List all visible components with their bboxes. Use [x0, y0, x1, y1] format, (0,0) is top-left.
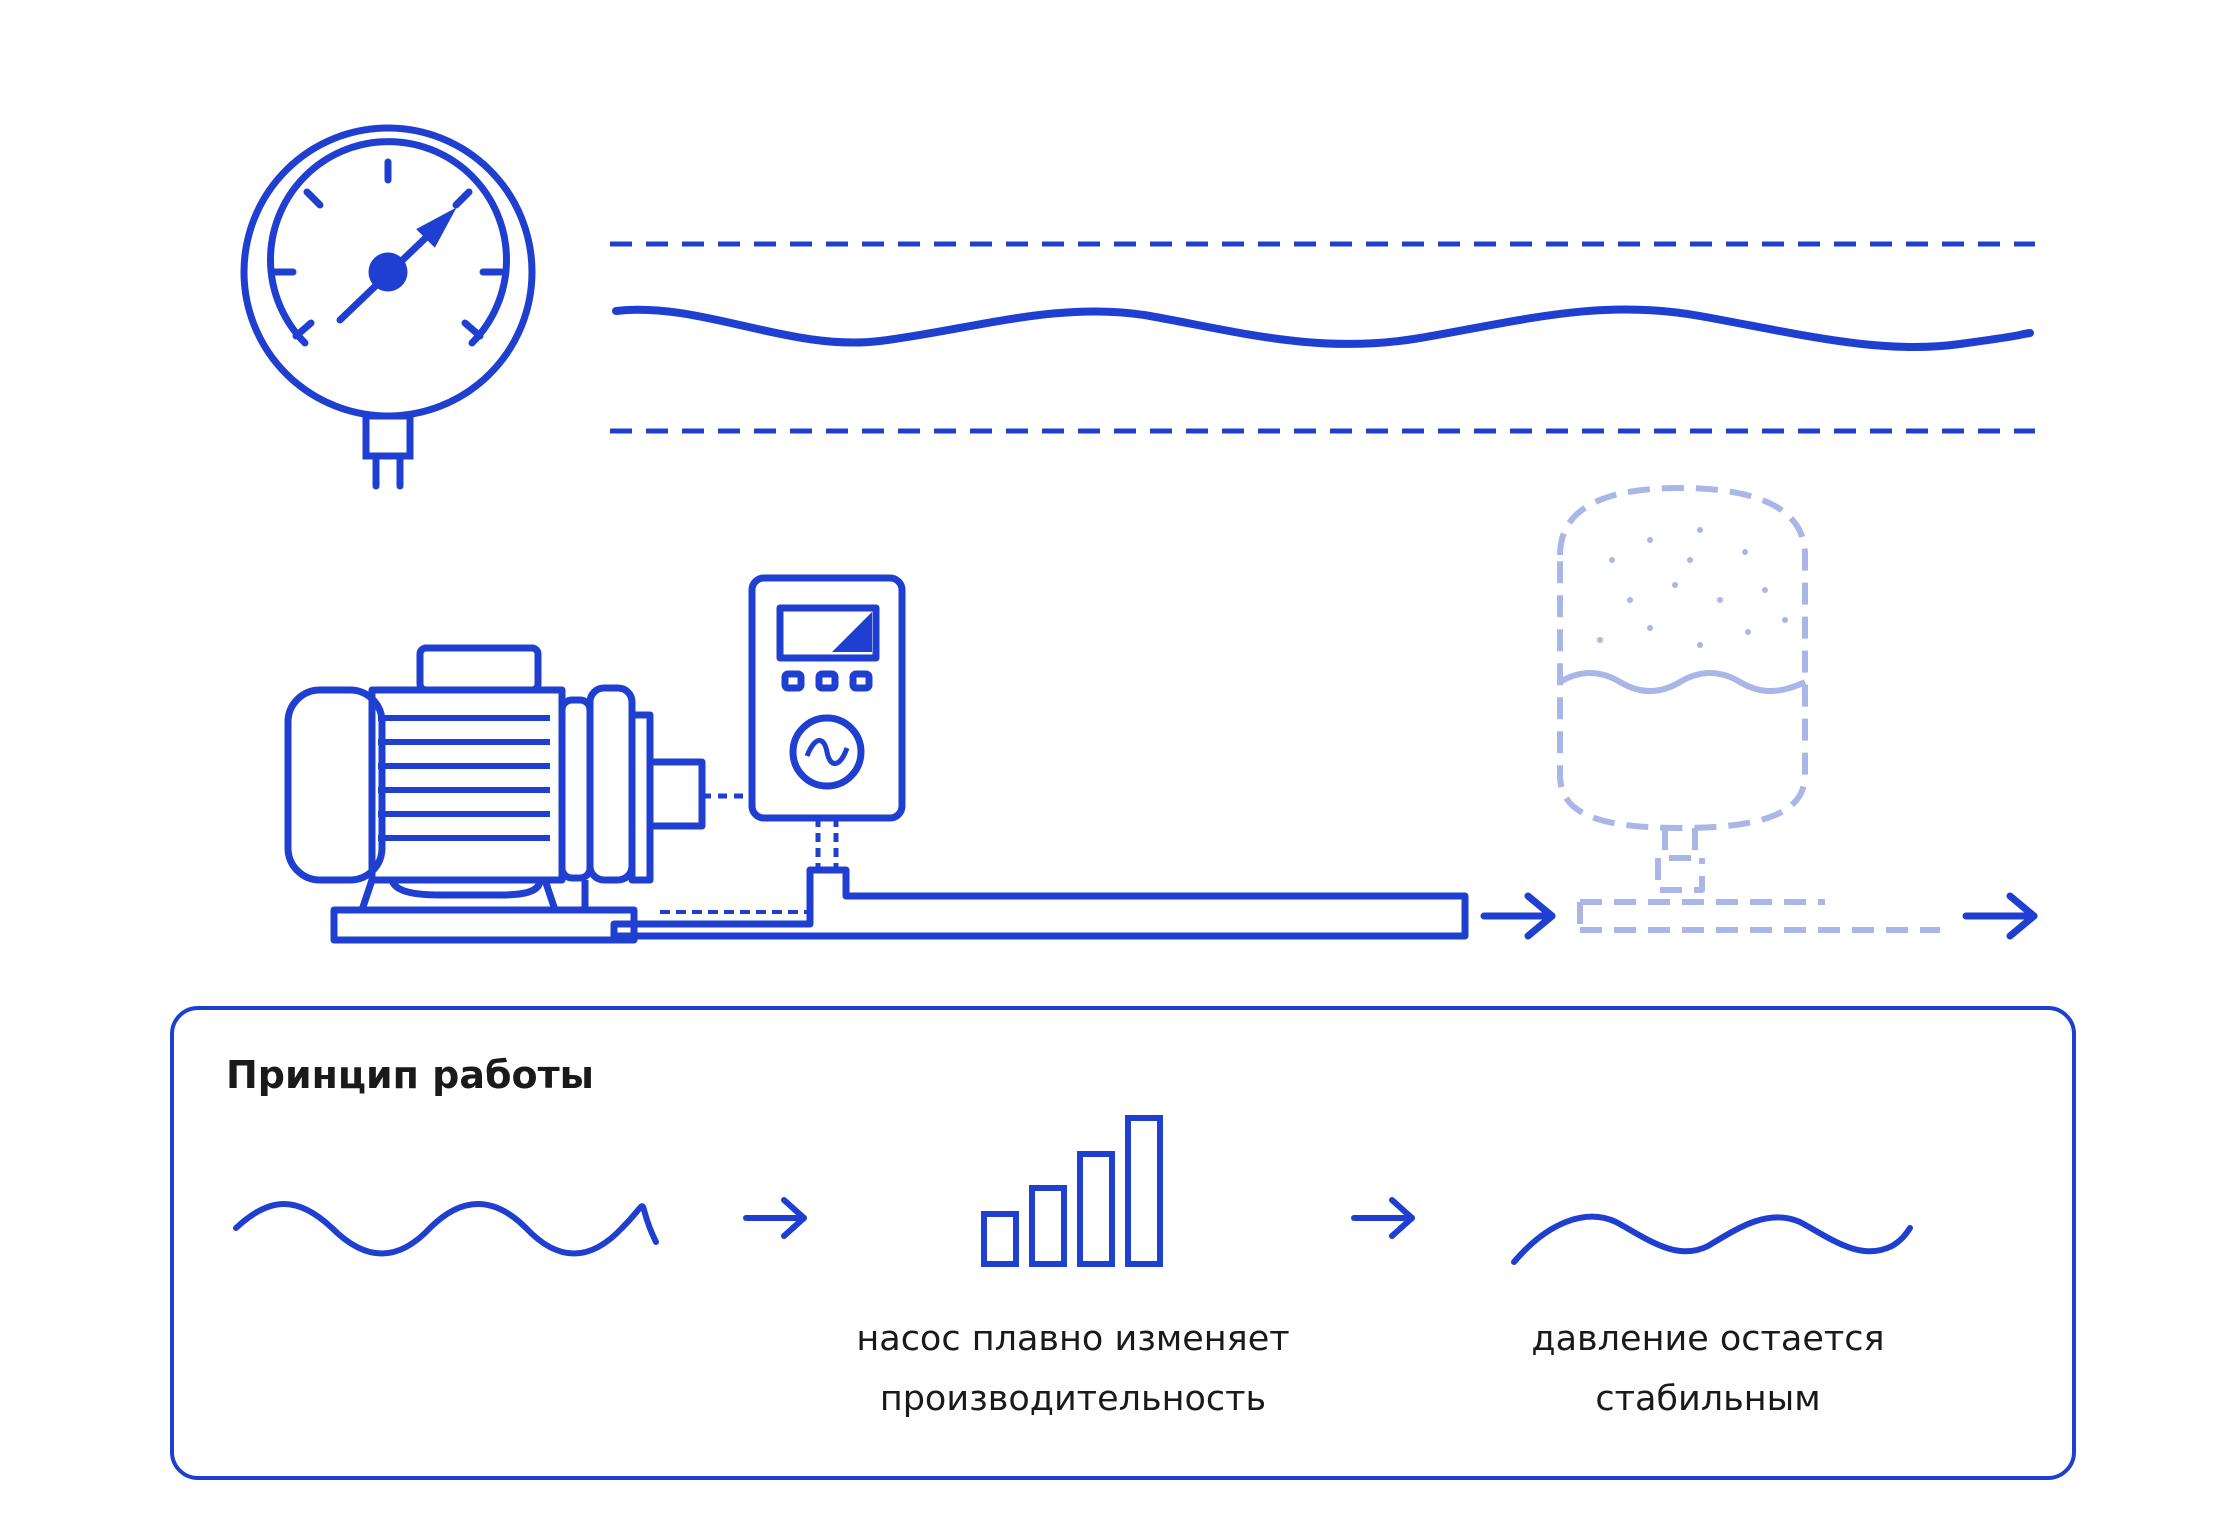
principle-panel: Принцип работы насос плавно изменяет про…: [170, 1006, 2076, 1480]
pressure-band: [610, 241, 2035, 434]
arrow-right-icon: [743, 1197, 807, 1239]
pressure-gauge-icon: [240, 124, 536, 490]
step2-caption-line2: производительность: [880, 1379, 1266, 1419]
unstable-wave: [233, 1201, 659, 1257]
arrow-right-icon: [1962, 892, 2038, 940]
pipe: [610, 866, 1469, 940]
frequency-converter-icon: [702, 574, 906, 868]
arrow-right-icon: [1351, 1197, 1415, 1239]
bar-chart-icon: [981, 1115, 1163, 1267]
arrow-right-icon: [1480, 892, 1556, 940]
electric-motor-icon: [284, 644, 706, 944]
stable-wave: [1511, 1213, 1913, 1265]
pressure-wave: [612, 305, 2034, 352]
tank-air-dots: [1597, 527, 1788, 648]
step3-caption-line1: давление остается: [1531, 1319, 1884, 1359]
step3-caption-line2: стабильным: [1595, 1379, 1820, 1419]
step2-caption-line1: насос плавно изменяет: [856, 1319, 1289, 1359]
panel-title: Принцип работы: [226, 1053, 594, 1097]
pressure-tank-icon: [1557, 485, 1940, 933]
